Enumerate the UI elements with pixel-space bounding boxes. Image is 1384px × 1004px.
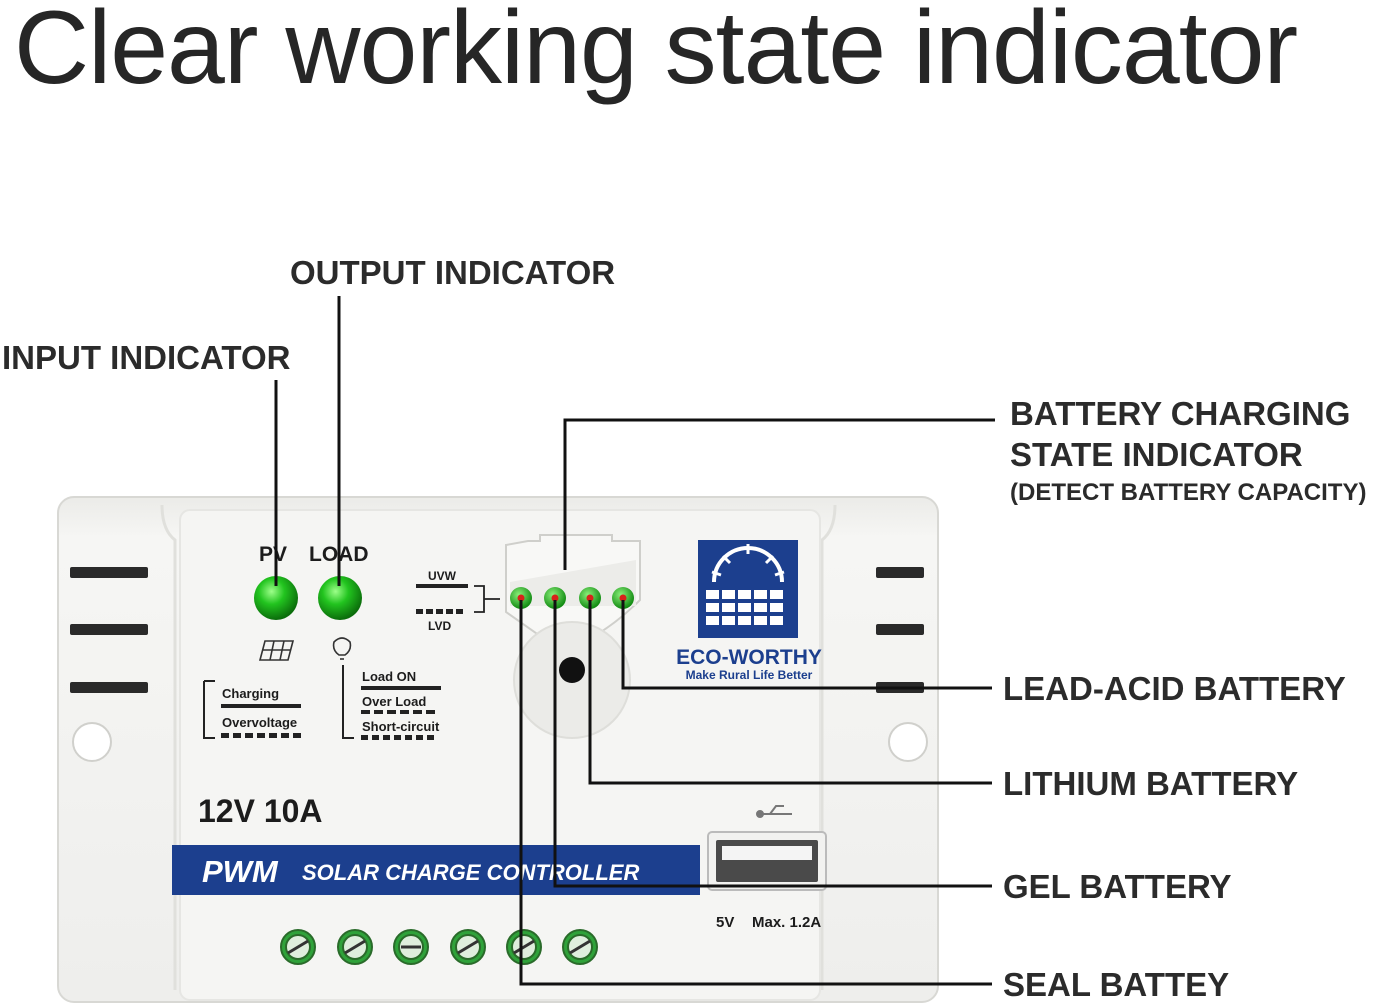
battery-state-leds bbox=[510, 587, 634, 609]
leader-seal bbox=[519, 600, 992, 986]
terminal-screw bbox=[280, 929, 316, 965]
battery-charging-label-line1: BATTERY CHARGING bbox=[1010, 395, 1351, 432]
left-vents bbox=[70, 567, 148, 693]
battery-charging-label-line2: STATE INDICATOR bbox=[1010, 436, 1303, 473]
leader-lines bbox=[274, 296, 995, 986]
over-load-text: Over Load bbox=[362, 694, 426, 709]
gel-label: GEL BATTERY bbox=[1003, 868, 1232, 905]
pv-led bbox=[254, 576, 298, 620]
terminal-screw bbox=[393, 929, 429, 965]
short-circuit-text: Short-circuit bbox=[362, 719, 440, 734]
pv-label: PV bbox=[259, 543, 287, 566]
pv-status-legend: Charging Overvoltage bbox=[203, 680, 301, 739]
usb-spec-voltage: 5V bbox=[716, 914, 734, 931]
usb-icon bbox=[756, 805, 792, 818]
eco-worthy-logo bbox=[698, 540, 798, 638]
brand-name: ECO-WORTHY bbox=[676, 646, 822, 669]
battery-charging-note: (DETECT BATTERY CAPACITY) bbox=[1010, 479, 1367, 506]
lead-acid-label: LEAD-ACID BATTERY bbox=[1003, 670, 1346, 707]
load-status-legend: Load ON Over Load Short-circuit bbox=[342, 665, 441, 740]
terminal-block bbox=[280, 929, 598, 965]
terminal-screw bbox=[337, 929, 373, 965]
banner-text: SOLAR CHARGE CONTROLLER bbox=[302, 860, 639, 885]
right-mount-hole bbox=[888, 722, 928, 762]
rating-text: 12V 10A bbox=[198, 793, 323, 829]
solar-panel-icon bbox=[258, 640, 295, 661]
leader-lead-acid bbox=[621, 600, 992, 690]
left-mount-hole bbox=[72, 722, 112, 762]
overvoltage-text: Overvoltage bbox=[222, 715, 297, 730]
leader-gel bbox=[553, 600, 992, 888]
lithium-label: LITHIUM BATTERY bbox=[1003, 765, 1299, 802]
load-on-text: Load ON bbox=[362, 669, 416, 684]
usb-port bbox=[707, 831, 827, 891]
bulb-icon bbox=[332, 637, 352, 660]
uvw-text: UVW bbox=[428, 569, 457, 583]
uvw-lvd-legend: UVW LVD bbox=[416, 569, 500, 633]
output-indicator-label: OUTPUT INDICATOR bbox=[290, 254, 616, 291]
page-title: Clear working state indicator bbox=[14, 0, 1298, 106]
terminal-screw bbox=[506, 929, 542, 965]
load-led bbox=[318, 576, 362, 620]
banner-pwm: PWM bbox=[202, 854, 279, 889]
charging-text: Charging bbox=[222, 686, 279, 701]
mode-button-recess bbox=[513, 621, 631, 739]
usb-spec-max: Max. 1.2A bbox=[752, 914, 821, 931]
seal-label: SEAL BATTEY bbox=[1003, 966, 1230, 1003]
lvd-text: LVD bbox=[428, 619, 451, 633]
mode-button bbox=[559, 657, 585, 683]
input-indicator-label: INPUT INDICATOR bbox=[2, 339, 291, 376]
terminal-screw bbox=[450, 929, 486, 965]
brand-slogan: Make Rural Life Better bbox=[686, 668, 813, 682]
leader-lithium bbox=[588, 600, 992, 785]
leader-battery-state bbox=[563, 418, 995, 570]
terminal-screw bbox=[562, 929, 598, 965]
